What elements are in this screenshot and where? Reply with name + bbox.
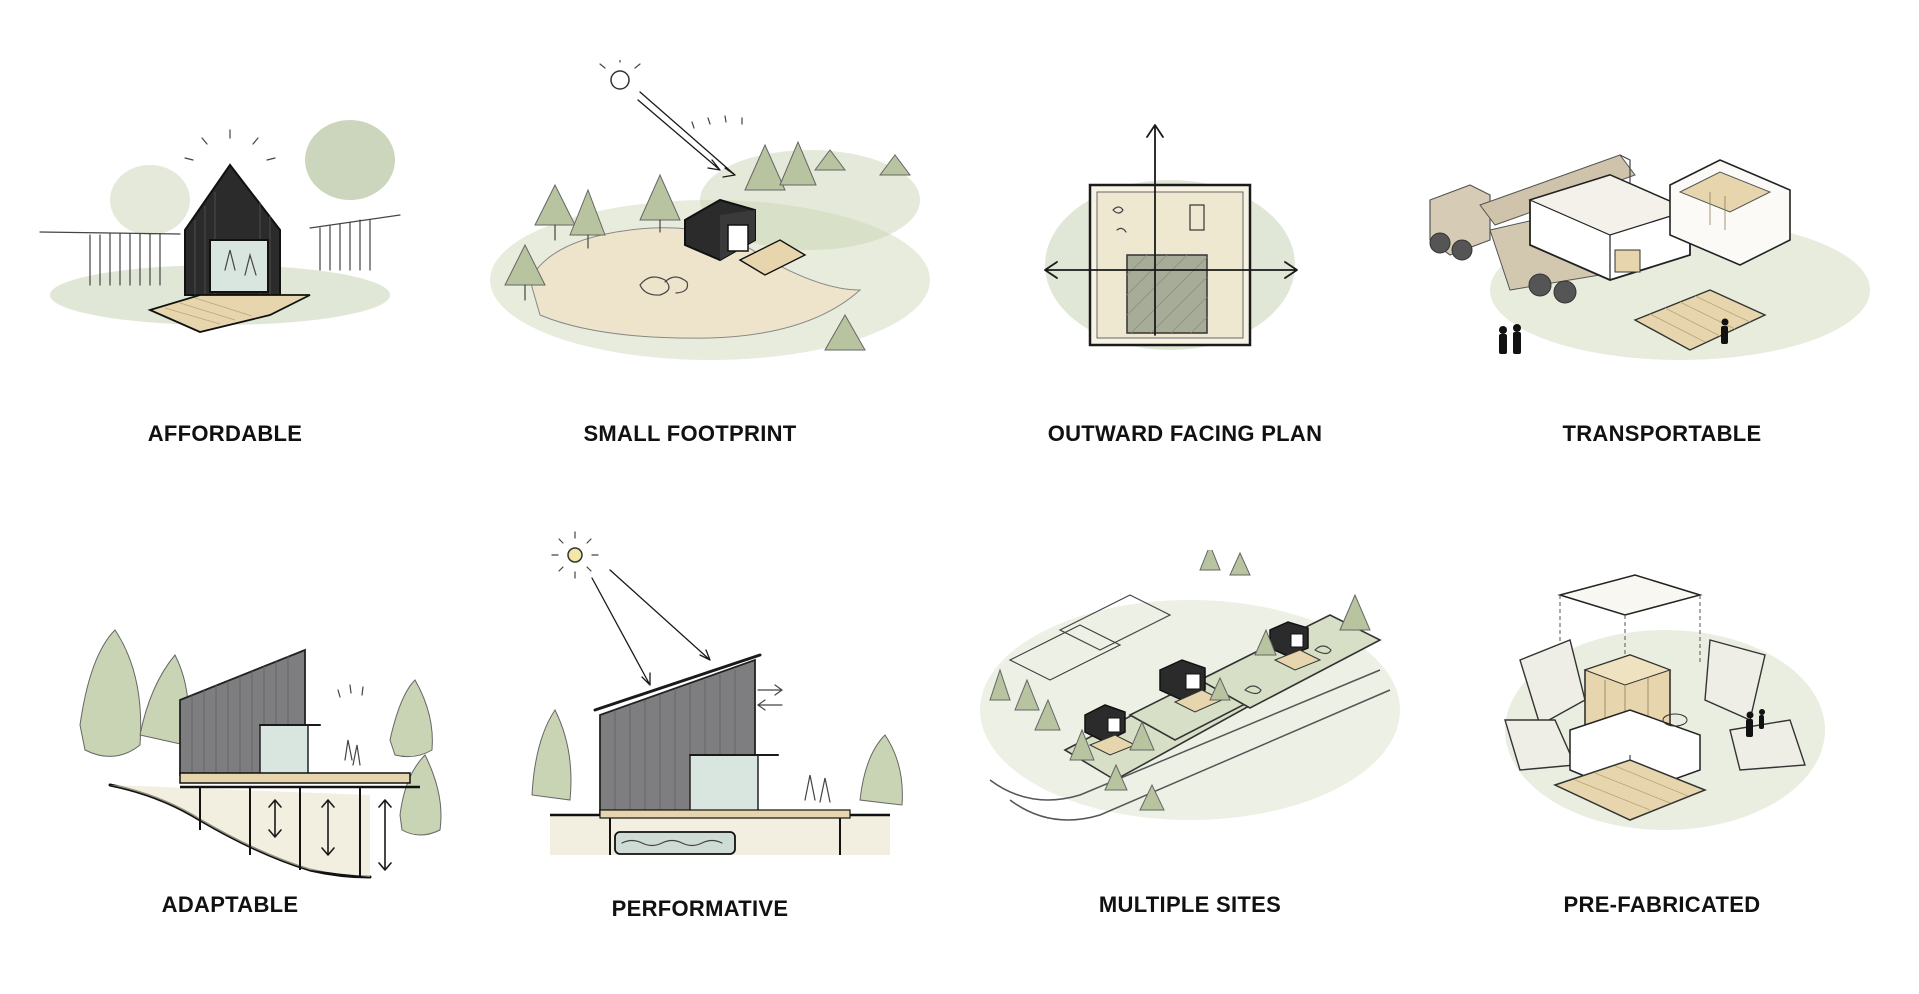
panel-label-performative: PERFORMATIVE [611, 896, 789, 921]
panel-label-transportable: TRANSPORTABLE [1562, 421, 1762, 446]
transportable-sketch [1420, 130, 1870, 380]
panel-label-affordable: AFFORDABLE [147, 421, 303, 446]
adaptable-sketch [70, 615, 470, 885]
panel-label-adaptable: ADAPTABLE [161, 892, 299, 917]
affordable-sketch [30, 110, 420, 350]
panel-label-small-footprint: SMALL FOOTPRINT [583, 421, 797, 446]
panel-label-multiple-sites: MULTIPLE SITES [1098, 892, 1282, 917]
multiple-sites-sketch [970, 550, 1400, 850]
outward-facing-plan-sketch [1035, 115, 1305, 365]
panel-label-pre-fabricated: PRE-FABRICATED [1563, 892, 1761, 917]
performative-sketch [520, 510, 920, 870]
small-footprint-sketch [480, 60, 940, 370]
pre-fabricated-sketch [1500, 570, 1830, 850]
panel-label-outward-facing-plan: OUTWARD FACING PLAN [1047, 421, 1323, 446]
